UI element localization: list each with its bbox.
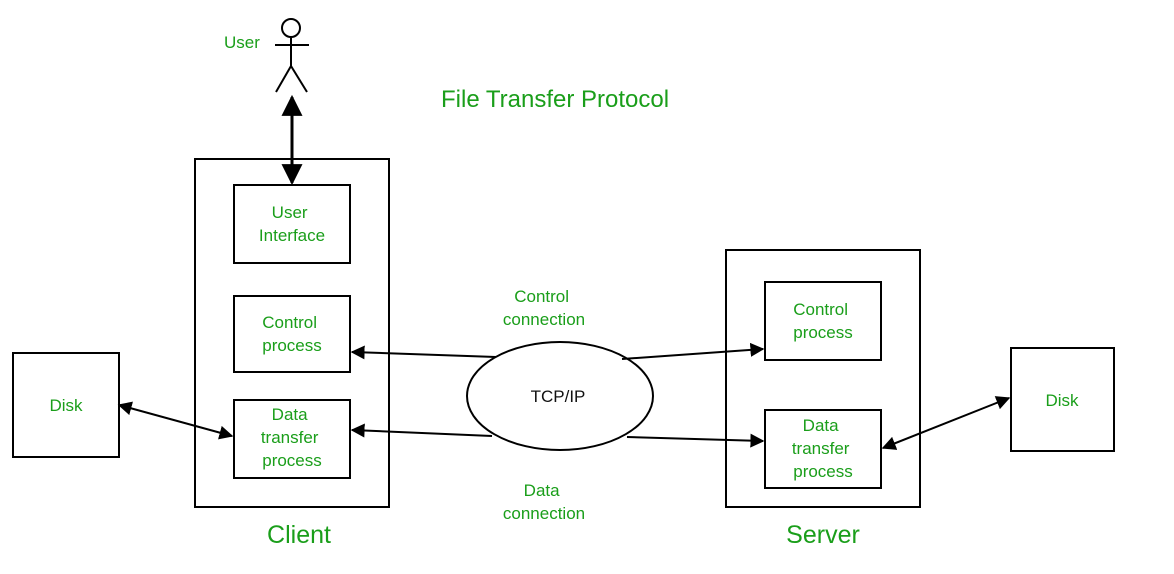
client-label: Client xyxy=(267,521,331,549)
client-data-transfer-line-3: process xyxy=(262,451,322,470)
control-connection-line-1: Control xyxy=(514,287,569,306)
disk-right-data-arrow xyxy=(881,396,1011,450)
disk-left-data-arrow xyxy=(117,401,234,440)
server-data-transfer-line-1: Data xyxy=(803,416,839,435)
client-data-connection-arrow xyxy=(350,423,493,438)
server-control-process-line-2: process xyxy=(793,323,853,342)
client-user-interface-line-2: Interface xyxy=(259,226,325,245)
server-label: Server xyxy=(786,521,860,549)
server-control-process-label: Control process xyxy=(793,300,853,342)
diagram-title: File Transfer Protocol xyxy=(441,86,669,113)
tcp-ip-label: TCP/IP xyxy=(531,387,586,406)
server-control-process-line-1: Control xyxy=(793,300,848,319)
client-data-transfer-process-box xyxy=(233,399,351,479)
user-label: User xyxy=(224,33,260,52)
disk-right-box xyxy=(1010,347,1115,452)
client-control-connection-arrow xyxy=(350,345,497,360)
client-control-process-line-2: process xyxy=(262,336,322,355)
client-data-transfer-process-label: Data transfer process xyxy=(261,405,323,470)
control-connection-line-2: connection xyxy=(503,310,585,329)
client-user-interface-line-1: User xyxy=(272,203,308,222)
client-data-transfer-line-2: transfer xyxy=(261,428,319,447)
disk-left-label: Disk xyxy=(49,396,83,415)
data-connection-line-1: Data xyxy=(524,481,560,500)
control-connection-label: Control connection xyxy=(503,287,585,329)
server-data-connection-arrow xyxy=(626,433,765,448)
server-control-connection-arrow xyxy=(621,342,765,360)
client-control-process-box xyxy=(233,295,351,373)
server-control-process-box xyxy=(764,281,882,361)
data-connection-label: Data connection xyxy=(503,481,585,523)
data-connection-line-2: connection xyxy=(503,504,585,523)
server-data-transfer-line-2: transfer xyxy=(792,439,850,458)
client-user-interface-label: User Interface xyxy=(259,203,325,245)
client-control-process-line-1: Control xyxy=(262,313,317,332)
client-control-process-label: Control process xyxy=(262,313,322,355)
tcp-ip-ellipse xyxy=(466,341,654,451)
server-data-transfer-process-box xyxy=(764,409,882,489)
disk-left-box xyxy=(12,352,120,458)
client-user-interface-box xyxy=(233,184,351,264)
client-data-transfer-line-1: Data xyxy=(272,405,308,424)
server-data-transfer-process-label: Data transfer process xyxy=(792,416,854,481)
server-data-transfer-line-3: process xyxy=(793,462,853,481)
user-figure-icon xyxy=(275,18,309,93)
disk-right-label: Disk xyxy=(1045,391,1079,410)
